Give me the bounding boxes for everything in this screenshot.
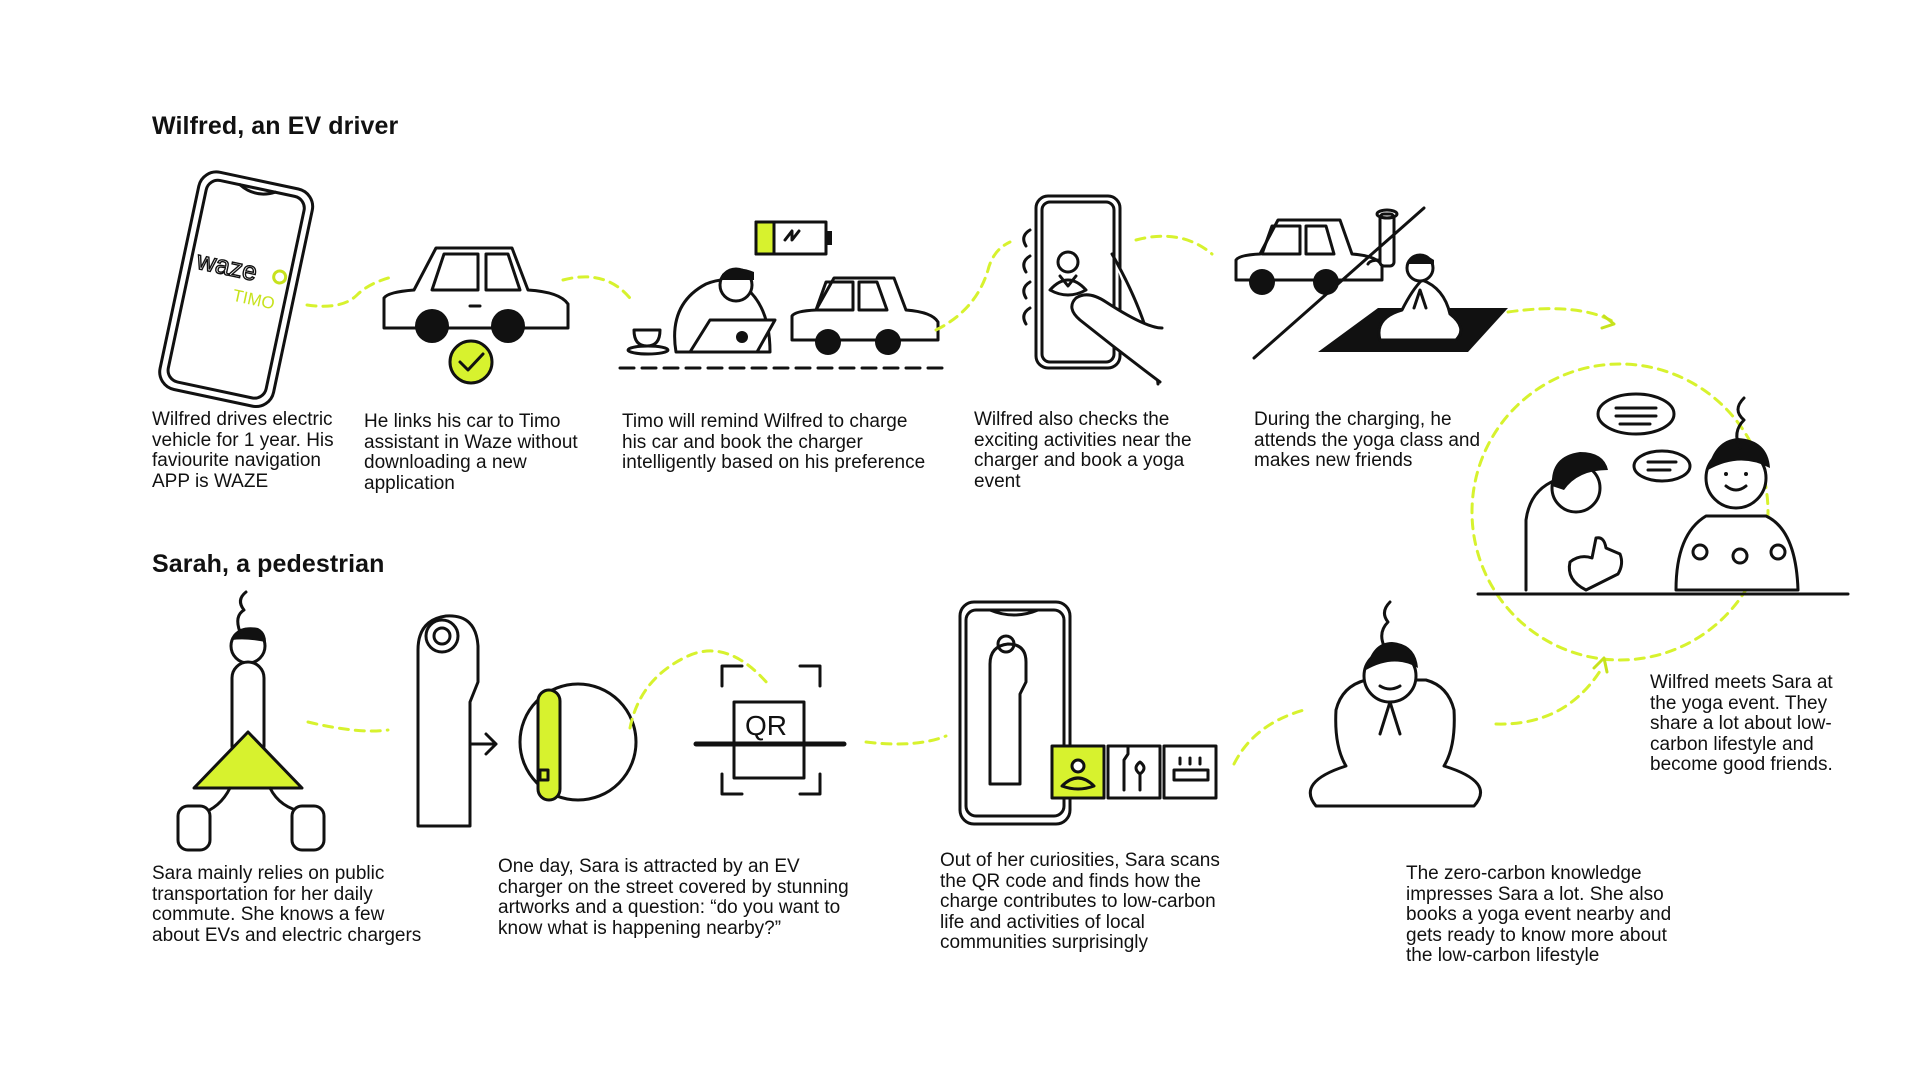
activity-phone-illustration [1022,194,1164,386]
wilfred-step-4-caption: Wilfred also checks the exciting activit… [974,409,1192,492]
sarah-step-4-caption: The zero-carbon knowledge impresses Sara… [1406,863,1672,966]
wilfred-step-3-caption: Timo will remind Wilfred to charge his c… [622,411,926,473]
sarah-step-2-caption: One day, Sara is attracted by an EV char… [498,856,849,939]
connector-dash [1494,666,1604,726]
wilfred-step-5-caption: During the charging, he attends the yoga… [1254,409,1481,471]
connector-dash [1232,708,1306,766]
sarah-step-3-caption: Out of her curiosities, Sara scans the Q… [940,850,1220,953]
pedestrian-illustration [176,590,326,852]
wilfred-step-1-caption: Wilfred drives electric vehicle for 1 ye… [152,409,334,492]
wilfred-step-2-caption: He links his car to Timo assistant in Wa… [364,411,578,494]
pedestrian-section-title: Sarah, a pedestrian [152,550,385,578]
ev-charger-illustration [416,614,638,828]
qr-scan-illustration: QR [693,664,847,796]
connector-dash [1134,234,1214,256]
charging-yoga-illustration [1234,206,1508,360]
connector-dash [934,240,1012,332]
connector-dash [561,275,635,304]
friends-meeting-illustration [1470,362,1850,662]
connector-dash [628,649,770,730]
sarah-yoga-illustration [1308,600,1482,808]
sarah-step-1-caption: Sara mainly relies on public transportat… [152,863,422,946]
waze-phone-illustration: waze TIMO [158,170,315,409]
final-step-caption: Wilfred meets Sara at the yoga event. Th… [1650,672,1833,775]
connector-dash [864,734,948,746]
connector-dash [305,275,394,308]
connector-dash [306,720,390,733]
driver-section-title: Wilfred, an EV driver [152,112,399,140]
remind-charge-illustration [618,220,952,370]
car-check-illustration [382,246,570,385]
qr-code-label: QR [745,710,787,741]
scan-result-phone-illustration [958,600,1218,826]
connector-dash [1506,307,1616,324]
